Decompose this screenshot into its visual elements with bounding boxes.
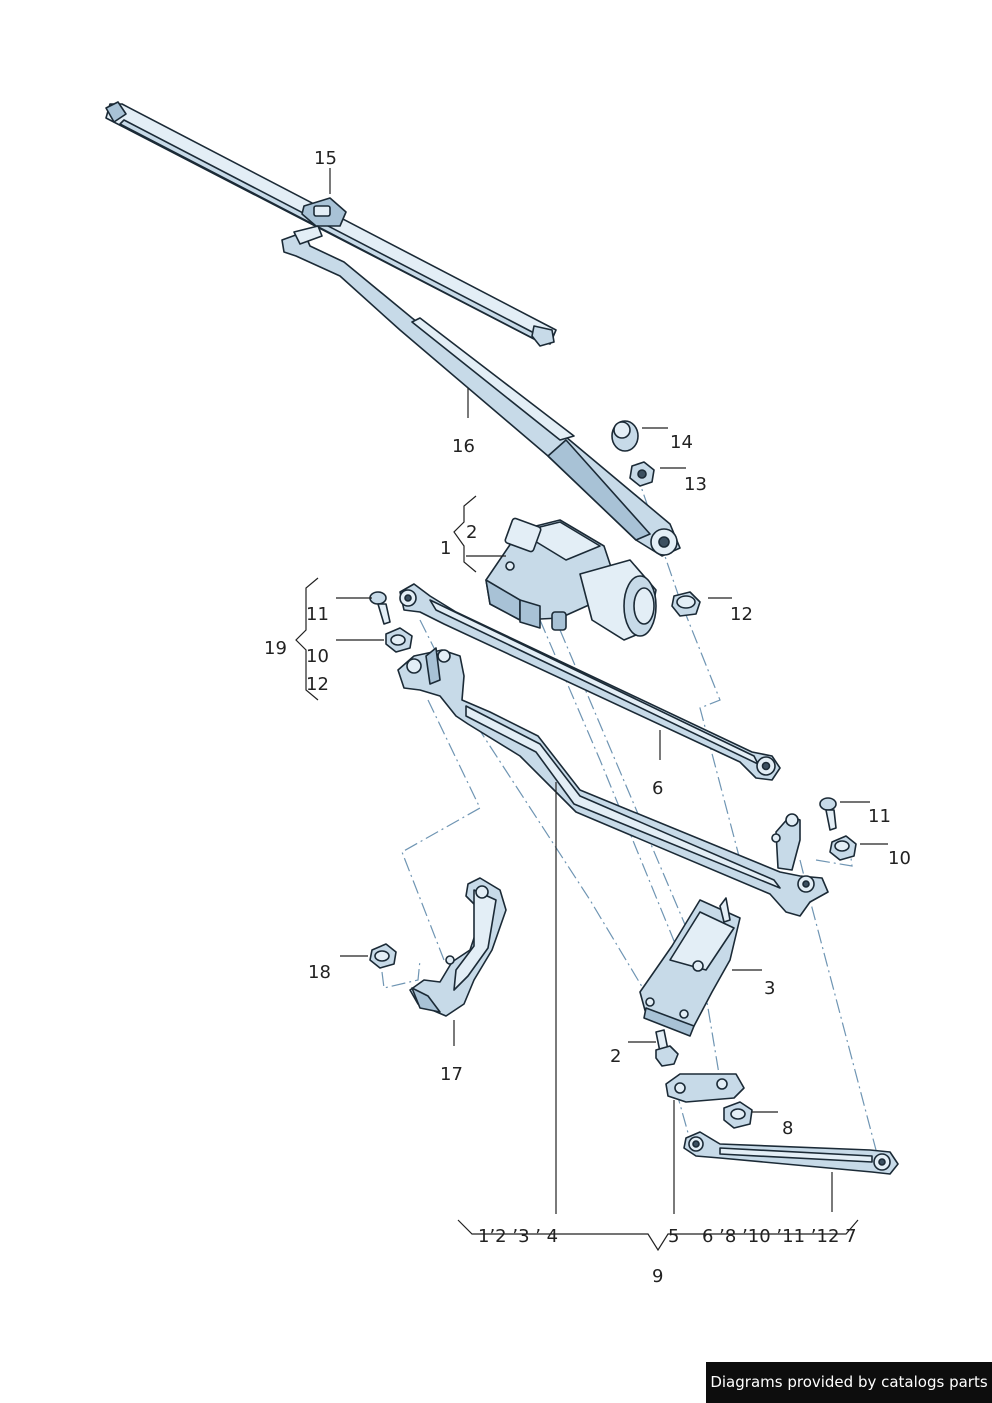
nut-10-left[interactable] [385, 627, 413, 653]
label-10-right: 10 [888, 848, 911, 869]
label-2-top: 2 [466, 522, 477, 543]
nut-10-right[interactable] [829, 835, 857, 861]
leader-lines [295, 168, 888, 1252]
screw-11-right[interactable] [819, 797, 837, 831]
part-labels: 15 16 14 13 2 1 12 11 19 10 12 6 11 10 3… [264, 148, 911, 1287]
screw-11-left[interactable] [369, 591, 391, 625]
crank-plate[interactable] [665, 1073, 745, 1103]
wiper-motor[interactable] [485, 517, 657, 641]
label-10-left: 10 [306, 646, 329, 667]
label-11-right: 11 [868, 806, 891, 827]
label-14: 14 [670, 432, 693, 453]
label-17: 17 [440, 1064, 463, 1085]
label-1: 1 [440, 538, 451, 559]
label-11-left: 11 [306, 604, 329, 625]
label-18: 18 [308, 962, 331, 983]
label-group-right: 6 ’8 ’10 ’11 ’12 7 [702, 1226, 857, 1247]
seal-nut-12[interactable] [671, 591, 701, 617]
nut-18[interactable] [369, 943, 397, 969]
wiper-arm[interactable] [281, 225, 681, 557]
label-16: 16 [452, 436, 475, 457]
label-12-left: 12 [306, 674, 329, 695]
wiper-frame-tube[interactable] [397, 647, 829, 917]
label-2-bottom: 2 [610, 1046, 621, 1067]
label-19: 19 [264, 638, 287, 659]
nut-8[interactable] [723, 1101, 753, 1129]
label-13: 13 [684, 474, 707, 495]
motor-bracket[interactable] [639, 897, 741, 1037]
label-5: 5 [668, 1226, 679, 1247]
label-6: 6 [652, 778, 663, 799]
mounting-bracket[interactable] [409, 877, 507, 1017]
label-group-left: 1’2 ’3 ’ 4 [478, 1226, 558, 1247]
label-15: 15 [314, 148, 337, 169]
wiper-blade[interactable] [105, 101, 557, 347]
label-3: 3 [764, 978, 775, 999]
cap[interactable] [611, 420, 639, 452]
linkage-rod-6[interactable] [399, 583, 781, 781]
hex-nut-13[interactable] [629, 461, 655, 487]
label-8: 8 [782, 1118, 793, 1139]
linkage-rod-7[interactable] [683, 1131, 899, 1175]
credit-banner: Diagrams provided by catalogs parts [706, 1362, 992, 1403]
label-9: 9 [652, 1266, 663, 1287]
label-12-right: 12 [730, 604, 753, 625]
bolt-2[interactable] [655, 1029, 679, 1067]
